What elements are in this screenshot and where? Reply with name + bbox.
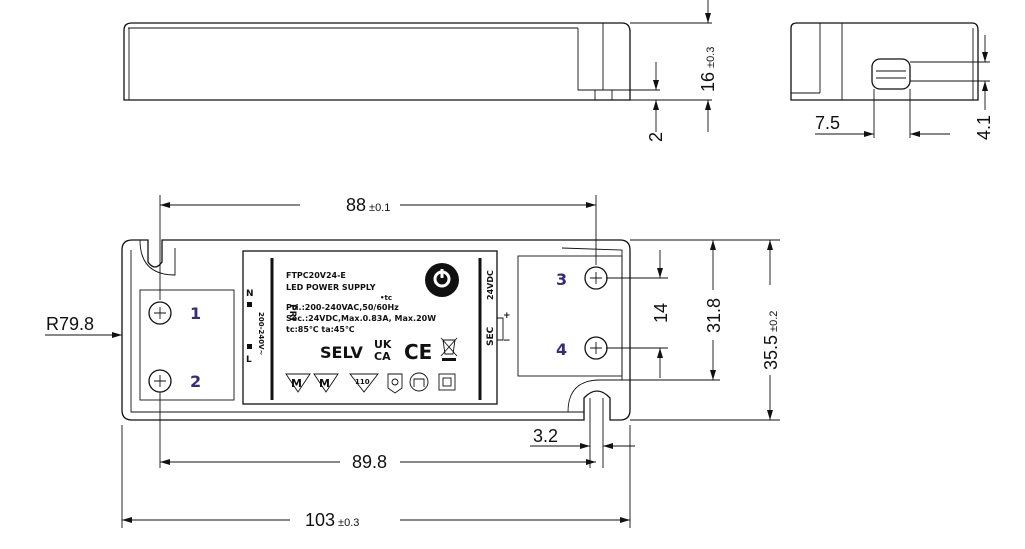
terminal-screws: 1 2 3 4 — [148, 266, 608, 393]
vout-text: 24VDC — [486, 270, 495, 300]
end-view: 7.5 4.1 — [790, 22, 994, 140]
primary-text: Pri.:200-240VAC,50/60Hz — [286, 303, 399, 312]
dim-pin-offset: 2 — [646, 132, 666, 142]
product-text: LED POWER SUPPLY — [286, 283, 376, 292]
pos-text: POS — [436, 292, 448, 298]
n-terminal-label: N — [246, 289, 254, 299]
temp110-text: 110 — [355, 378, 370, 386]
dim-hole-spacing: 88±0.1 — [346, 195, 390, 215]
terminal-3: 3 — [556, 270, 567, 289]
ukca-mark-bottom: CA — [374, 350, 391, 363]
dim-width: 35.5±0.2 — [761, 311, 781, 370]
dim-end-height: 4.1 — [974, 115, 994, 140]
dim-mount-span: 89.8 — [352, 452, 387, 472]
side-view: 16±0.3 2 — [123, 0, 718, 142]
short-circuit-proof-icon — [409, 372, 429, 392]
ce-mark: CE — [404, 340, 432, 364]
m-triangle-icon: M — [285, 373, 311, 393]
m-triangle-icon-2: M — [313, 373, 339, 393]
class-ii-icon — [438, 373, 456, 391]
pos-power-icon: POS — [425, 263, 459, 298]
temp-110-icon: 110 — [349, 373, 379, 393]
terminal-4: 4 — [556, 340, 567, 359]
dim-length: 103±0.3 — [305, 510, 359, 530]
top-view — [121, 239, 631, 421]
model-text: FTPC20V24-E — [286, 271, 346, 280]
safety-transformer-icon — [387, 373, 403, 394]
label-content: FTPC20V24-E LED POWER SUPPLY •tc Pri.:20… — [246, 263, 511, 394]
l-terminal-label: L — [246, 355, 252, 365]
minus-sign: − — [503, 336, 511, 346]
sec-tag: SEC — [486, 326, 496, 346]
dim-terminal-spacing: 14 — [651, 303, 671, 323]
dim-height: 16±0.3 — [698, 47, 718, 92]
screw-4 — [584, 336, 608, 360]
temps-text: tc:85℃ ta:45℃ — [286, 325, 355, 334]
tc-mark: •tc — [380, 294, 392, 302]
dim-end-width: 7.5 — [815, 113, 840, 133]
ukca-mark: UK — [374, 338, 392, 351]
screw-2 — [148, 369, 172, 393]
input-range: 200-240V~ — [257, 312, 265, 356]
terminal-2: 2 — [190, 372, 201, 391]
dim-slot: 3.2 — [533, 426, 558, 446]
dim-radius: R79.8 — [46, 314, 94, 334]
dim-terminal-outer: 31.8 — [704, 298, 724, 333]
screw-3 — [584, 266, 608, 290]
secondary-text: Sec.:24VDC,Max.0.83A, Max.20W — [286, 314, 436, 323]
m1-text: M — [291, 377, 302, 390]
screw-1 — [148, 301, 172, 325]
product-label — [242, 250, 498, 405]
pri-tag: PRI — [287, 304, 297, 321]
weee-bin-icon — [440, 337, 458, 361]
selv-mark: SELV — [320, 343, 363, 362]
m2-text: M — [319, 377, 330, 390]
terminal-1: 1 — [190, 304, 201, 323]
plus-sign: + — [503, 311, 511, 321]
dimensions: 88±0.1 R79.8 14 31.8 35.5±0.2 3.2 89.8 1… — [45, 195, 781, 530]
